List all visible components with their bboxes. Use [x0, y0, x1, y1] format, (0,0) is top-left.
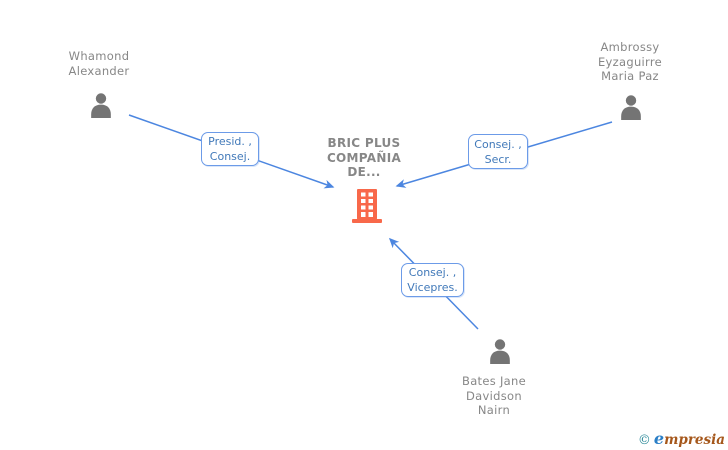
company-name-line: DE...: [347, 165, 381, 179]
relation-label-vicepresident: Consej. , Vicepres.: [401, 263, 464, 297]
relation-label-line: Consej. ,: [474, 137, 522, 151]
person-name-bates-jane[interactable]: Bates Jane Davidson Nairn: [434, 374, 554, 418]
copyright-symbol: ©: [637, 433, 651, 448]
relation-label-line: Consej. ,: [408, 266, 457, 279]
person-name-line: Ambrossy: [600, 40, 660, 54]
brand-name: mpresia: [664, 432, 725, 448]
relation-label-line: Consej.: [209, 150, 251, 163]
person-icon-whamond-alexander[interactable]: [87, 92, 115, 118]
relation-label-president: Presid. , Consej.: [201, 132, 259, 166]
company-building-icon[interactable]: [349, 189, 385, 223]
person-name-line: Maria Paz: [601, 69, 659, 83]
person-name-line: Eyzaguirre: [597, 54, 662, 69]
relation-label-line: Vicepres.: [407, 281, 458, 294]
company-name-line: COMPAÑIA: [326, 150, 402, 165]
company-name[interactable]: BRIC PLUS COMPAÑIA DE...: [304, 136, 424, 180]
relation-label-line: Presid. ,: [208, 135, 252, 148]
person-icon-bates-jane[interactable]: [486, 338, 514, 364]
brand-initial: e: [653, 429, 665, 448]
person-name-line: Bates Jane: [462, 374, 526, 388]
empresia-logo[interactable]: ©empresia: [638, 429, 725, 448]
user-silhouette-icon: [490, 339, 510, 364]
person-name-line: Davidson: [466, 388, 522, 403]
person-name-line: Alexander: [68, 63, 130, 78]
person-name-line: Whamond: [68, 49, 130, 63]
relation-label-line: Secr.: [484, 152, 512, 166]
company-name-line: BRIC PLUS: [327, 136, 401, 150]
person-name-line: Nairn: [477, 403, 511, 417]
relation-label-secretary: Consej. , Secr.: [468, 134, 528, 169]
user-silhouette-icon: [91, 93, 111, 118]
person-icon-ambrossy-eyzaguirre[interactable]: [617, 94, 645, 120]
person-name-whamond-alexander[interactable]: Whamond Alexander: [39, 49, 159, 78]
person-name-ambrossy-eyzaguirre[interactable]: Ambrossy Eyzaguirre Maria Paz: [570, 40, 690, 84]
user-silhouette-icon: [621, 95, 641, 120]
building-icon: [352, 189, 382, 223]
